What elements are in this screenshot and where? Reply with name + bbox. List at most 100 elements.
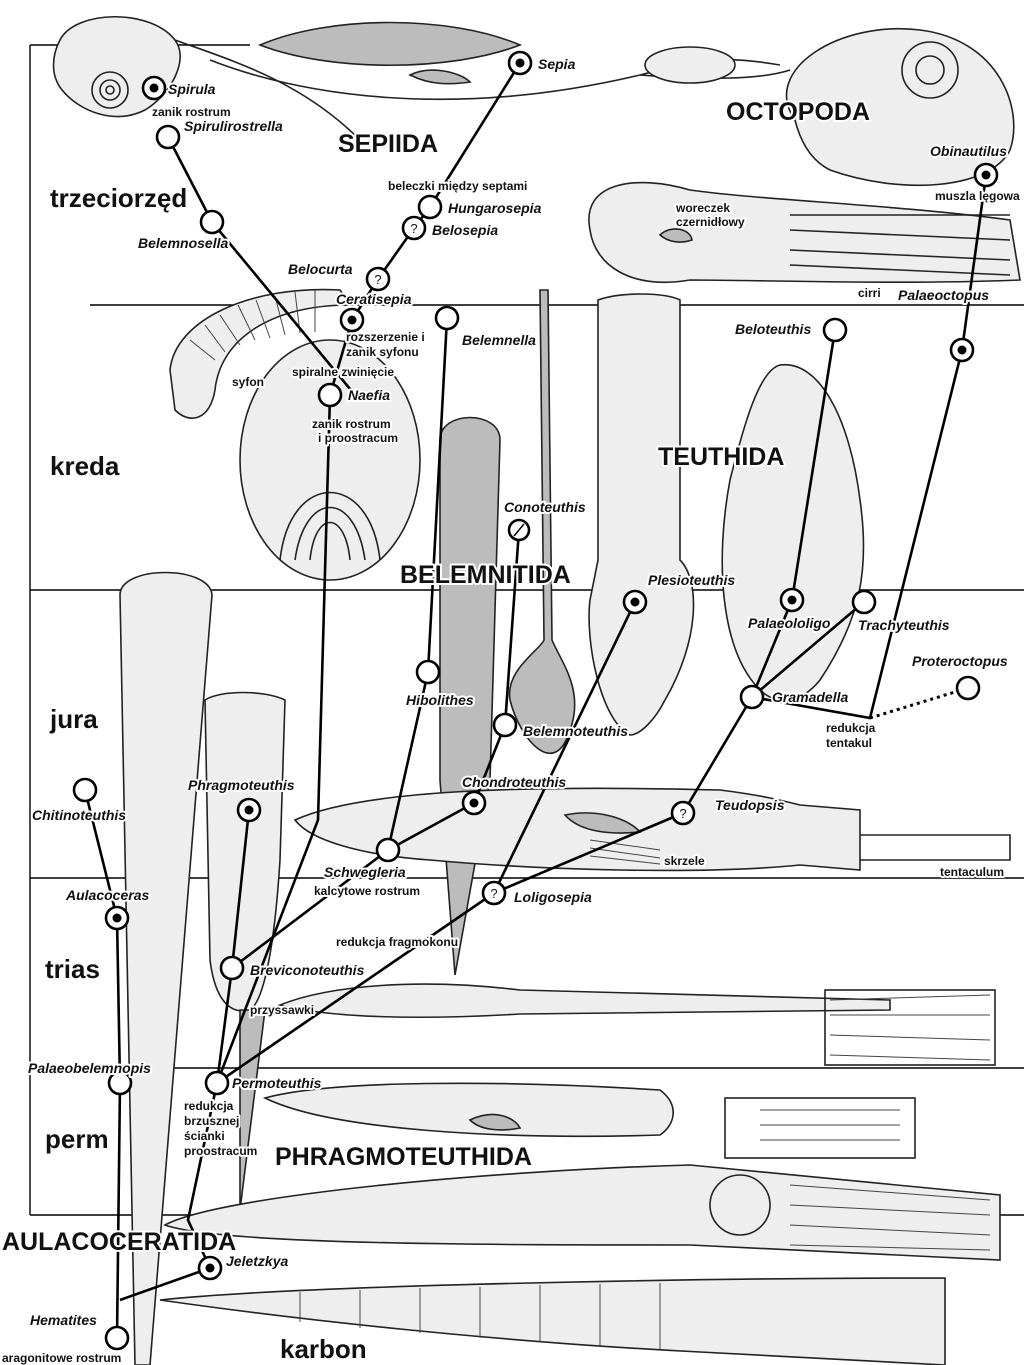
edge-breviconoteuthis-permoteuthis (215, 967, 234, 1084)
carboniferous-cone-drawing (159, 1277, 946, 1365)
edge-naefia-down (215, 394, 332, 1084)
note-redukcja-tentakul-2: tentakul (826, 736, 872, 750)
note-redukcja-1: redukcja (184, 1099, 234, 1113)
node-conoteuthis (507, 518, 531, 542)
node-chitinoteuthis (72, 777, 98, 803)
taxon-label-gramadella: Gramadella (772, 689, 848, 705)
note-spiralne: spiralne zwinięcie (292, 365, 394, 379)
period-labels: trzeciorzęd kreda jura trias perm karbon (43, 181, 369, 1365)
taxon-label-belocurta: Belocurta (288, 261, 353, 277)
node-breviconoteuthis (219, 955, 245, 981)
node-proteroctopus (955, 675, 981, 701)
node-hibolithes (415, 659, 441, 685)
node-spirula (141, 75, 167, 101)
note-redukcja-2: brzusznej (184, 1114, 239, 1128)
taxon-label-phragmoteuthis: Phragmoteuthis (188, 777, 295, 793)
argonaut-shell-drawing (785, 28, 1015, 187)
period-label-trzeciorzed: trzeciorzęd (50, 183, 187, 213)
note-muszla-legowa: muszla lęgowa (935, 189, 1020, 203)
taxon-label-palaeololigo: Palaeololigo (748, 615, 831, 631)
triassic-phragmoteuthid-drawing (277, 983, 996, 1066)
node-palaeololigo (779, 587, 805, 613)
note-redukcja-4: proostracum (184, 1144, 257, 1158)
node-loligosepia: ? (481, 880, 507, 906)
edge-chitinoteuthis-aulacoceras (83, 789, 119, 919)
note-rozszerzenie-1: rozszerzenie i (346, 330, 425, 344)
taxon-label-schwegleria: Schwegleria (324, 864, 406, 880)
note-cirri: cirri (858, 286, 881, 300)
period-label-kreda: kreda (50, 451, 120, 481)
taxon-label-chondroteuthis: Chondroteuthis (462, 774, 566, 790)
order-label-phragmoteuthida: PHRAGMOTEUTHIDA (275, 1143, 532, 1171)
taxon-label-palaeobelemnopis: Palaeobelemnopis (28, 1060, 151, 1076)
belemnite-spike-drawing (508, 289, 576, 755)
svg-text:?: ? (679, 806, 686, 821)
taxon-label-palaeoctopus: Palaeoctopus (898, 287, 989, 303)
taxon-label-chitinoteuthis: Chitinoteuthis (32, 807, 126, 823)
edge-conoteuthis-belemnoteuthis (503, 529, 521, 726)
note-zanik-rostrum-proostracum-1: zanik rostrum (312, 417, 391, 431)
edge-hungarosepia-belocurta (376, 206, 432, 280)
taxon-label-spirulirostrella: Spirulirostrella (184, 118, 283, 134)
edge-belemnella-hibolithes (426, 317, 449, 673)
note-czernidlowy: czernidłowy (676, 215, 745, 229)
taxon-label-beloteuthis: Beloteuthis (735, 321, 811, 337)
taxon-label-permoteuthis: Permoteuthis (232, 1075, 322, 1091)
taxon-label-belemnosella: Belemnosella (138, 235, 228, 251)
note-redukcja-fragmokonu: redukcja fragmokonu (336, 935, 458, 949)
order-label-teuthida: TEUTHIDA (658, 443, 784, 471)
node-plesioteuthis (622, 589, 648, 615)
edge-chondroteuthis-schwegleria (387, 801, 475, 852)
plesioteuthis-gladius-drawing (588, 293, 695, 736)
taxon-label-teudopsis: Teudopsis (715, 797, 785, 813)
phylogeny-edges (83, 62, 988, 1339)
edge-schwegleria-breviconoteuthis (231, 848, 389, 970)
edge-gramadella-teudopsis (681, 696, 754, 814)
node-palaeobelemnopis (107, 1070, 133, 1096)
node-belemnoteuthis (492, 712, 518, 738)
palaeololigo-gladius-drawing (721, 364, 865, 702)
node-spirulirostrella (155, 124, 181, 150)
illustrations (52, 16, 1021, 1365)
period-label-trias: trias (45, 954, 100, 984)
edge-phragmoteuthis-breviconoteuthis (230, 809, 251, 969)
permian-phragmoteuthid-drawing (262, 1082, 916, 1159)
note-aragonitowe: aragonitowe rostrum (2, 1351, 121, 1365)
node-naefia (317, 382, 343, 408)
node-chondroteuthis (461, 790, 487, 816)
taxon-label-obinautilus: Obinautilus (930, 143, 1007, 159)
taxon-label-belosepia: Belosepia (432, 222, 498, 238)
note-zanik-rostrum: zanik rostrum (152, 105, 231, 119)
node-trachyteuthis (851, 589, 877, 615)
edge-teudopsis-loligosepia (493, 811, 684, 895)
taxon-label-sepia: Sepia (538, 56, 576, 72)
taxon-label-conoteuthis: Conoteuthis (504, 499, 586, 515)
taxon-label-ceratisepia: Ceratisepia (336, 291, 412, 307)
note-redukcja-tentakul-1: redukcja (826, 721, 876, 735)
note-tentaculum: tentaculum (940, 865, 1004, 879)
note-beleczki: beleczki między septami (388, 179, 527, 193)
node-hungarosepia (417, 194, 443, 220)
node-aulacoceras (104, 905, 130, 931)
phylogeny-nodes: ? ? ? ? (72, 50, 999, 1351)
note-syfon: syfon (232, 375, 264, 389)
node-belemnosella (199, 209, 225, 235)
note-redukcja-3: ścianki (184, 1129, 225, 1143)
edge-loligosepia-permoteuthis (216, 891, 495, 1085)
order-label-sepiida: SEPIIDA (338, 130, 438, 158)
order-labels: SEPIIDA OCTOPODA TEUTHIDA BELEMNITIDA PH… (0, 96, 872, 1258)
taxon-label-trachyteuthis: Trachyteuthis (858, 617, 950, 633)
taxon-label-aulacoceras: Aulacoceras (65, 887, 149, 903)
svg-text:?: ? (410, 221, 417, 236)
taxon-label-hungarosepia: Hungarosepia (448, 200, 542, 216)
taxon-label-proteroctopus: Proteroctopus (912, 653, 1008, 669)
edge-ceratisepia-naefia (328, 319, 354, 396)
taxon-label-breviconoteuthis: Breviconoteuthis (250, 962, 365, 978)
edge-belemnoteuthis-chondroteuthis (472, 724, 507, 804)
node-palaeoctopus (949, 337, 975, 363)
order-label-belemnitida: BELEMNITIDA (400, 561, 571, 589)
taxon-label-plesioteuthis: Plesioteuthis (648, 572, 735, 588)
node-sepia (507, 50, 533, 76)
taxon-label-loligosepia: Loligosepia (514, 889, 592, 905)
